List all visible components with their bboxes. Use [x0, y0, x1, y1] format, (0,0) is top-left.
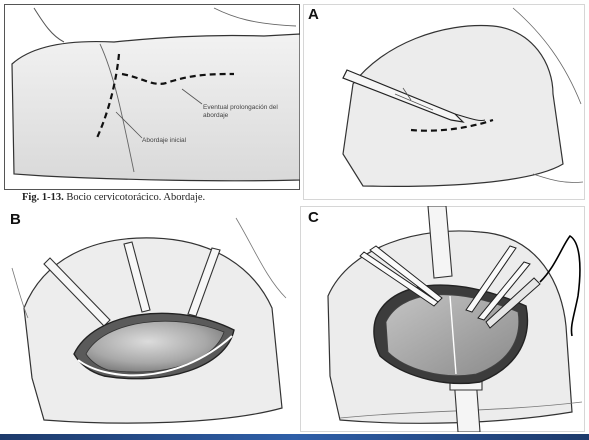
- caption-number: Fig. 1-13.: [22, 192, 64, 203]
- label-initial-approach: Abordaje inicial: [142, 137, 187, 144]
- panel-neck-incision: [4, 4, 300, 190]
- panel-c-dissection: [300, 206, 585, 432]
- caption-text: Bocio cervicotorácico. Abordaje.: [66, 192, 206, 203]
- figure-caption: Fig. 1-13. Bocio cervicotorácico. Aborda…: [22, 192, 205, 203]
- panel-letter-a: A: [308, 6, 319, 23]
- neck-incision-drawing: [4, 4, 300, 190]
- bottom-accent-bar: [0, 434, 589, 440]
- panel-a-scalpel: [303, 4, 585, 200]
- panel-letter-b: B: [10, 211, 21, 228]
- retraction-drawing: [11, 217, 287, 424]
- label-prolongation: Eventual prolongación del abordaje: [203, 104, 278, 119]
- panel-letter-c: C: [308, 209, 319, 226]
- dissection-drawing: [300, 206, 585, 432]
- panel-b-retraction: [4, 208, 294, 432]
- scalpel-drawing: [303, 4, 585, 200]
